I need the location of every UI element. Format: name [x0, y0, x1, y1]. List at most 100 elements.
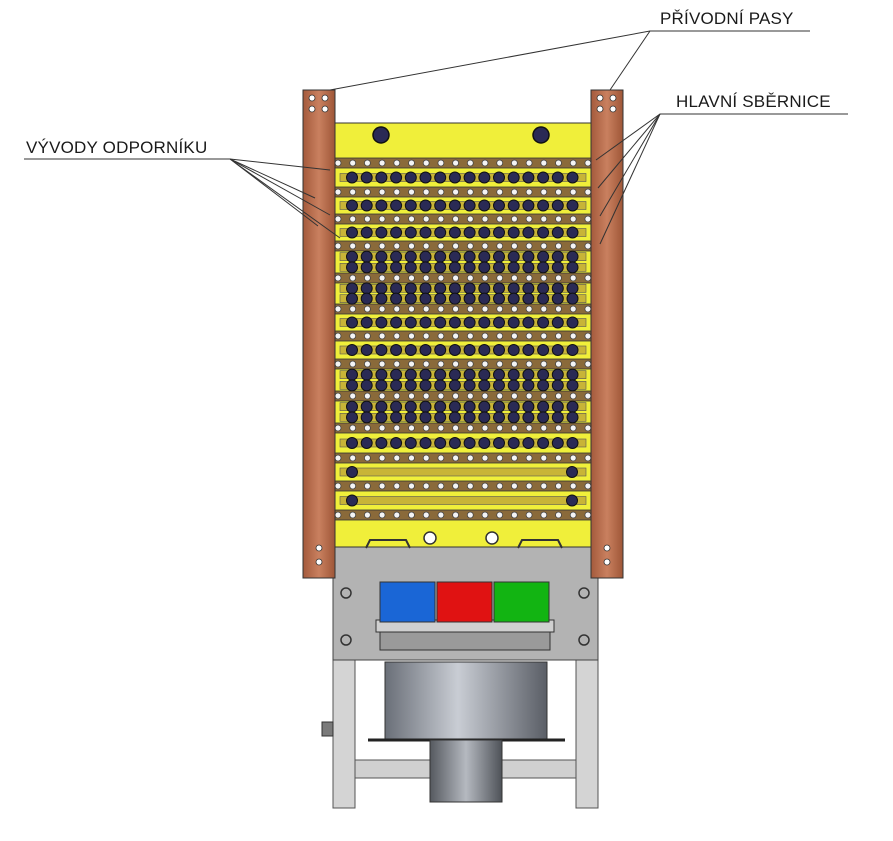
- resistor-terminal: [507, 199, 520, 212]
- resistor-terminal: [566, 199, 579, 212]
- resistor-terminal: [404, 411, 417, 424]
- resistor-terminal: [507, 292, 520, 305]
- resistor-terminal: [522, 226, 535, 239]
- busbar-hole: [452, 454, 460, 462]
- busbar-strip: [319, 480, 606, 492]
- busbar-strip: [319, 358, 606, 370]
- busbar-hole: [349, 360, 357, 368]
- label-vyvody-odporniku: VÝVODY ODPORNÍKU: [26, 138, 208, 157]
- leader-vyvody-3: [229, 158, 331, 216]
- busbar-hole: [378, 242, 386, 250]
- supply-bar-hole: [321, 105, 329, 113]
- busbar-hole: [569, 360, 577, 368]
- resistor-terminal: [346, 282, 358, 295]
- leader-hlavni-4: [599, 113, 661, 245]
- busbar-hole: [393, 511, 401, 519]
- resistor-panel: [306, 122, 620, 549]
- leader-vyvody-5: [229, 158, 341, 239]
- resistor-terminal: [551, 368, 564, 381]
- busbar-hole: [466, 215, 474, 223]
- supply-bar-hole: [321, 94, 329, 102]
- resistor-terminal: [434, 316, 447, 329]
- leader-privodni-underline: [609, 30, 810, 91]
- busbar-hole: [334, 454, 342, 462]
- busbar-hole: [540, 454, 548, 462]
- resistor-terminal: [346, 226, 358, 239]
- resistor-terminal: [346, 411, 358, 424]
- resistor-terminal: [537, 199, 550, 212]
- busbar-hole: [452, 242, 460, 250]
- busbar-hole: [525, 215, 533, 223]
- resistor-terminal: [551, 344, 564, 356]
- busbar-hole: [378, 159, 386, 167]
- resistor-terminal: [566, 368, 579, 381]
- resistor-terminal: [507, 316, 520, 329]
- leader-hlavni-3: [599, 113, 661, 217]
- resistor-terminal: [507, 171, 520, 184]
- busbar-strip: [319, 509, 606, 521]
- resistor-terminal: [507, 226, 520, 239]
- busbar-hole: [569, 332, 577, 340]
- supply-bar-hole: [603, 558, 611, 566]
- busbar-hole: [349, 332, 357, 340]
- resistor-terminal: [360, 226, 373, 239]
- busbar-hole: [408, 332, 415, 340]
- supply-bar-hole: [308, 105, 316, 113]
- resistor-terminal: [493, 411, 505, 424]
- resistor-terminal: [507, 400, 520, 413]
- resistor-terminal: [522, 261, 535, 274]
- busbar-hole: [349, 424, 357, 432]
- busbar-hole: [525, 392, 533, 400]
- side-bolt: [321, 721, 334, 737]
- housing: [332, 545, 599, 661]
- leader-privodni-left: [329, 30, 651, 91]
- busbar-hole: [481, 159, 489, 167]
- left-leg: [332, 659, 356, 809]
- bottom-screw: [423, 531, 437, 545]
- busbar-hole: [540, 392, 548, 400]
- busbar-hole: [334, 159, 342, 167]
- busbar-hole: [363, 360, 371, 368]
- busbar-hole: [408, 215, 415, 223]
- label-hlavni-sbernice: HLAVNÍ SBĚRNICE: [676, 92, 831, 111]
- resistor-terminal: [463, 226, 476, 239]
- busbar-hole: [540, 424, 548, 432]
- resistor-terminal: [522, 400, 535, 413]
- busbar-hole: [422, 332, 430, 340]
- resistor-terminal: [522, 282, 535, 295]
- resistor-terminal: [434, 282, 447, 295]
- indicator-red: [436, 581, 493, 623]
- busbar-hole: [363, 332, 371, 340]
- busbar-hole: [540, 159, 548, 167]
- busbar-hole: [466, 392, 474, 400]
- leader-hlavni-2: [597, 113, 661, 189]
- resistor-terminal: [346, 261, 358, 274]
- resistor-terminal: [493, 437, 505, 449]
- busbar-hole: [584, 305, 592, 313]
- resistor-terminal: [346, 250, 358, 263]
- resistor-terminal: [434, 437, 447, 449]
- busbar-hole: [422, 188, 430, 196]
- resistor-terminal: [346, 400, 358, 413]
- busbar-hole: [334, 188, 342, 196]
- resistor-terminal: [419, 379, 432, 392]
- busbar-hole: [525, 159, 533, 167]
- busbar-hole: [422, 215, 430, 223]
- busbar-hole: [437, 511, 445, 519]
- resistor-terminal: [493, 226, 505, 239]
- resistor-terminal: [434, 261, 447, 274]
- resistor-terminal: [434, 292, 447, 305]
- busbar-hole: [481, 360, 489, 368]
- busbar-hole: [378, 424, 386, 432]
- resistor-element: [339, 201, 587, 210]
- busbar-hole: [408, 454, 415, 462]
- busbar-hole: [511, 274, 518, 282]
- busbar-hole: [408, 482, 415, 490]
- resistor-terminal: [478, 368, 491, 381]
- busbar-hole: [408, 274, 415, 282]
- busbar-hole: [349, 392, 357, 400]
- housing-screw: [578, 587, 590, 599]
- resistor-terminal: [522, 437, 535, 449]
- busbar-hole: [334, 274, 342, 282]
- fan-motor: [368, 661, 565, 803]
